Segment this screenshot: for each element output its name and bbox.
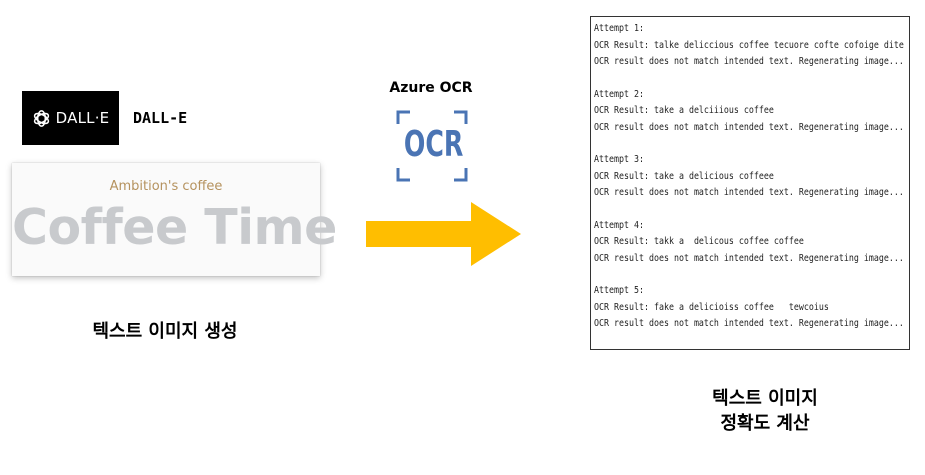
status-line: OCR result does not match intended text.…	[594, 121, 904, 133]
dalle-logo: DALL·E	[22, 91, 119, 145]
attempt-header: Attempt 5:	[594, 285, 644, 296]
status-line: OCR result does not match intended text.…	[594, 318, 904, 329]
attempt-header: Attempt 2:	[594, 88, 644, 100]
ocr-scan-icon: OCR	[396, 110, 468, 182]
attempt-header: Attempt 3:	[594, 154, 644, 165]
attempt-header: Attempt 4:	[594, 219, 644, 231]
dalle-logo-text: DALL·E	[55, 109, 110, 127]
right-arrow-icon	[366, 202, 521, 266]
log-attempt: Attempt 1: OCR Result: talke deliccious c…	[594, 21, 909, 87]
scan-frame-icon	[396, 110, 468, 182]
image-main-text: Coffee Time	[12, 199, 337, 256]
log-attempt: Attempt 5: OCR Result: fake a delicioiss …	[594, 283, 909, 349]
dalle-label: DALL-E	[133, 109, 188, 127]
status-line: OCR result does not match intended text.…	[594, 252, 904, 264]
ocr-result-line: OCR Result: talke deliccious coffee tecu…	[594, 39, 904, 51]
log-attempt: Attempt 3: OCR Result: take a delicious c…	[594, 152, 909, 218]
attempt-header: Attempt 1:	[594, 23, 644, 34]
ocr-result-line: OCR Result: takk a delicous coffee coffe…	[594, 236, 804, 247]
ocr-result-line: OCR Result: fake a delicioiss coffee tew…	[594, 301, 829, 313]
status-line: OCR result does not match intended text.…	[594, 56, 904, 67]
ocr-result-line: OCR Result: take a delciiious coffee	[594, 105, 774, 116]
left-caption: 텍스트 이미지 생성	[92, 321, 238, 342]
right-caption-line2: 정확도 계산	[720, 413, 810, 434]
ocr-title: Azure OCR	[389, 80, 473, 96]
ocr-result-log: Attempt 1: OCR Result: talke deliccious c…	[590, 16, 910, 350]
ocr-icon-text: OCR	[403, 124, 464, 165]
right-caption: 텍스트 이미지 정확도 계산	[650, 386, 880, 436]
image-subtitle: Ambition's coffee	[109, 179, 223, 194]
log-attempt: Attempt 2: OCR Result: take a delciiious …	[594, 87, 909, 153]
openai-icon	[33, 109, 49, 127]
right-caption-line1: 텍스트 이미지	[712, 388, 818, 409]
status-line: OCR result does not match intended text.…	[594, 187, 904, 198]
ocr-result-line: OCR Result: take a delicious coffeee	[594, 170, 774, 182]
log-attempt: Attempt 4: OCR Result: takk a delicous co…	[594, 218, 909, 284]
generated-image-card: Ambition's coffee Coffee Time	[12, 163, 337, 276]
